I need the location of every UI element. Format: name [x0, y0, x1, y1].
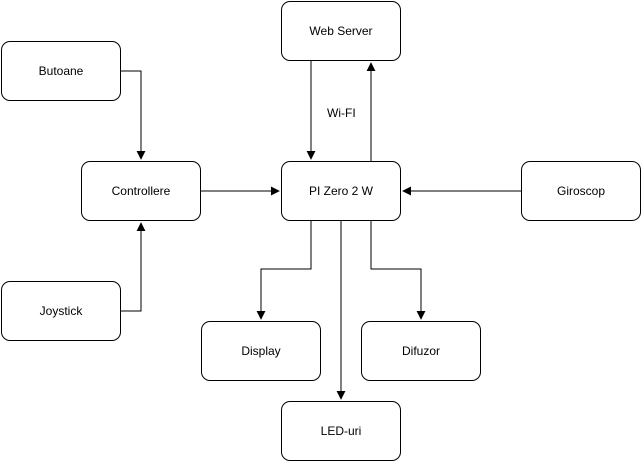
node-led-uri[interactable]: LED-uri	[281, 401, 401, 461]
node-giroscop[interactable]: Giroscop	[521, 161, 641, 221]
node-joystick-label: Joystick	[39, 304, 83, 318]
node-led-uri-label: LED-uri	[320, 424, 362, 438]
edge-pizero-to-difuzor	[370, 221, 426, 320]
node-display-label: Display	[241, 344, 281, 358]
node-controllere[interactable]: Controllere	[81, 161, 201, 221]
node-difuzor-label: Difuzor	[401, 344, 440, 358]
node-giroscop-label: Giroscop	[556, 184, 606, 198]
wifi-edge-label: Wi-FI	[326, 106, 357, 120]
node-butoane[interactable]: Butoane	[1, 41, 121, 101]
edge-joystick-to-controllere	[121, 222, 146, 312]
node-pi-zero[interactable]: PI Zero 2 W	[281, 161, 401, 221]
node-difuzor[interactable]: Difuzor	[361, 321, 481, 381]
node-web-server[interactable]: Web Server	[281, 1, 401, 61]
node-pi-zero-label: PI Zero 2 W	[308, 184, 373, 198]
node-butoane-label: Butoane	[38, 64, 84, 78]
edge-butoane-to-controllere	[121, 70, 146, 160]
node-display[interactable]: Display	[201, 321, 321, 381]
node-web-server-label: Web Server	[309, 24, 373, 38]
node-controllere-label: Controllere	[111, 184, 171, 198]
edge-pizero-to-display	[256, 221, 312, 320]
node-joystick[interactable]: Joystick	[1, 281, 121, 341]
